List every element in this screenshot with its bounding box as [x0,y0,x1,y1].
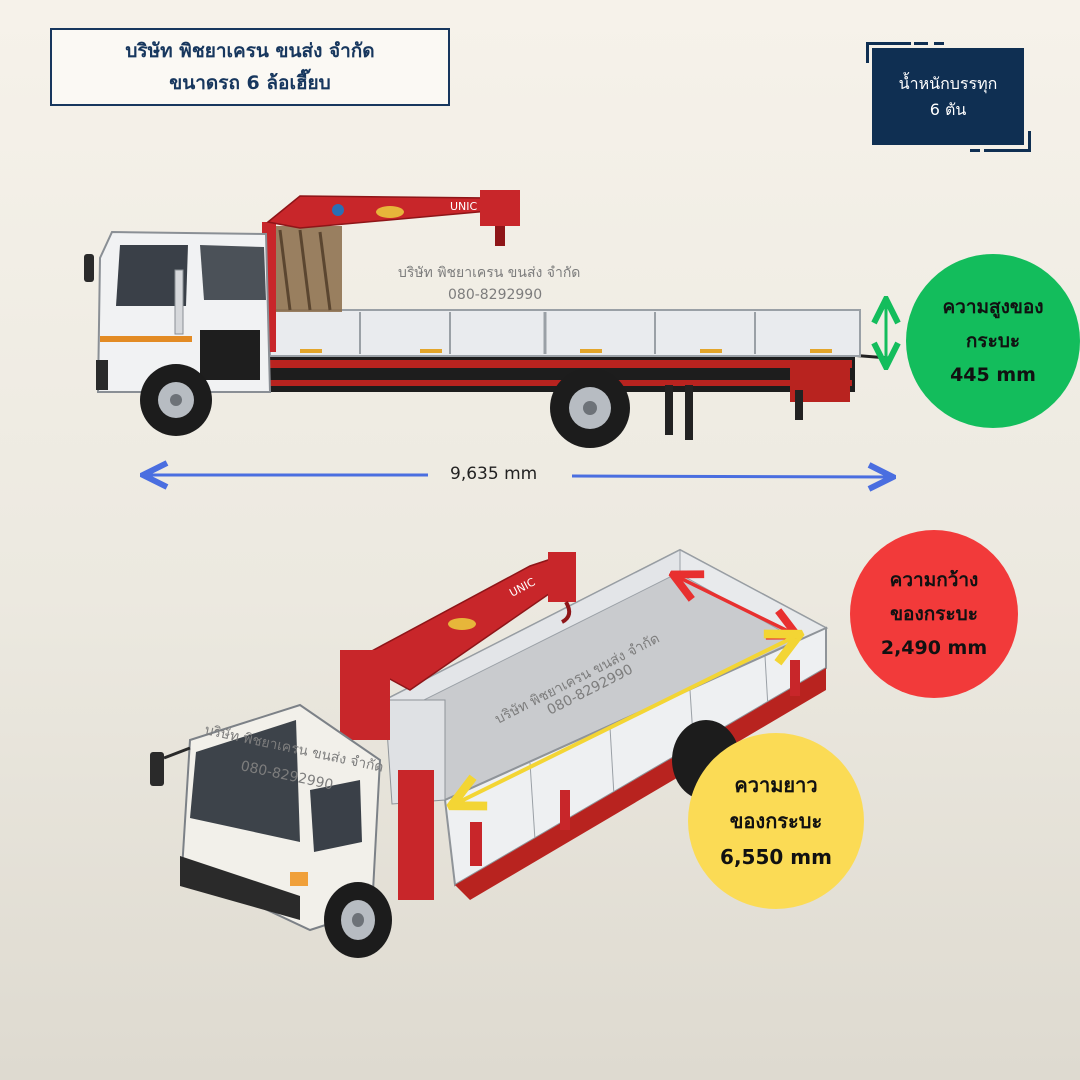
bed-height-circle: ความสูงของ กระบะ 445 mm [906,254,1080,428]
truck-size-title: ขนาดรถ 6 ล้อเฮี๊ยบ [169,72,331,94]
corner-decoration [986,131,1031,152]
bed-width-arrow [676,576,794,634]
bed-length-circle: ความยาว ของกระบะ 6,550 mm [688,733,864,909]
bed-length-arrow [455,636,796,804]
payload-label: น้ำหนักบรรทุก [898,73,998,93]
dash-decoration [934,42,944,45]
crane-brand-label: UNIC [450,200,478,213]
bed-width-line1: ความกว้าง [889,569,979,591]
overall-length-arrow-right [571,476,890,477]
corner-decoration [866,42,911,63]
bed-length-line2: ของกระบะ [729,809,823,833]
payload-badge: น้ำหนักบรรทุก 6 ตัน [866,42,1031,152]
overall-length-label: 9,635 mm [450,464,538,484]
bed-height-value: 445 mm [950,364,1036,386]
bed-length-value: 6,550 mm [720,845,832,869]
watermark-phone-side: 080-8292990 [448,287,542,303]
title-box: บริษัท พิชยาเครน ขนส่ง จำกัด ขนาดรถ 6 ล้… [50,28,450,106]
dash-decoration [914,42,928,45]
bed-height-line1: ความสูงของ [942,296,1044,318]
payload-value: 6 ตัน [929,99,967,119]
bed-height-line2: กระบะ [965,330,1021,352]
bed-width-value: 2,490 mm [880,637,988,659]
bed-length-line1: ความยาว [734,773,818,797]
company-name: บริษัท พิชยาเครน ขนส่ง จำกัด [125,40,375,62]
watermark-company-side: บริษัท พิชยาเครน ขนส่ง จำกัด [398,265,580,281]
dash-decoration [970,149,980,152]
side-view-truck: UNIC [84,190,889,448]
bed-width-circle: ความกว้าง ของกระบะ 2,490 mm [850,530,1018,698]
payload-box: น้ำหนักบรรทุก 6 ตัน [872,48,1024,145]
bed-width-line2: ของกระบะ [890,603,978,625]
